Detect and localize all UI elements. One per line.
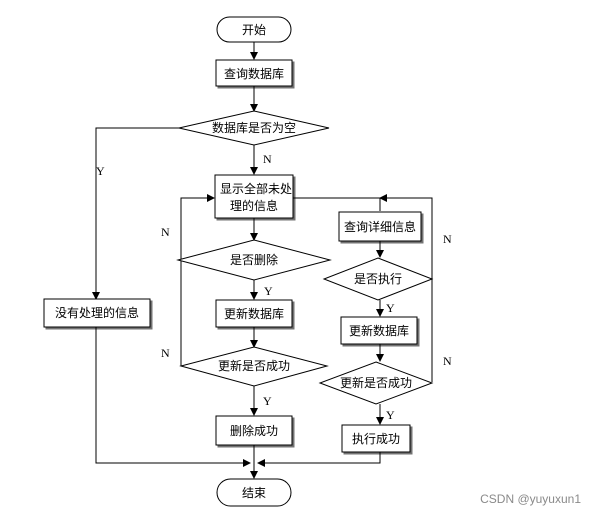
update-success-left-label: 更新是否成功	[218, 358, 290, 373]
database-empty-label: 数据库是否为空	[212, 120, 296, 135]
update-success-left-decision: 更新是否成功	[179, 346, 329, 387]
edge-label-updateok-right-no: N	[443, 354, 452, 368]
show-pending-box: 显示全部未处 理的信息	[214, 174, 294, 219]
execute-success-box: 执行成功	[341, 424, 411, 453]
query-database-box: 查询数据库	[215, 59, 293, 87]
update-database-left-box: 更新数据库	[215, 299, 293, 328]
edge-empty-yes	[92, 127, 179, 300]
start-terminator: 开始	[216, 16, 292, 43]
edge-label-empty-no: N	[263, 152, 272, 166]
edge-labels: Y N N Y N Y N Y N Y	[96, 152, 452, 422]
end-terminator: 结束	[216, 478, 292, 507]
edge-nopending-end	[95, 327, 251, 467]
edge-label-updateok-left-yes: Y	[263, 394, 272, 408]
edge-label-updateok-left-no-2: N	[161, 346, 170, 360]
edge-executeok-end	[257, 452, 381, 467]
edge-updateok-left-no	[180, 194, 215, 366]
show-pending-label-line1: 显示全部未处	[220, 181, 292, 196]
update-database-right-box: 更新数据库	[340, 316, 418, 345]
update-success-right-decision: 更新是否成功	[318, 361, 434, 405]
delete-decision: 是否删除	[176, 239, 332, 281]
watermark: CSDN @yuyuxun1	[480, 492, 581, 506]
end-label: 结束	[242, 486, 266, 500]
edge-label-updateok-right-yes: Y	[386, 408, 395, 422]
no-pending-box: 没有处理的信息	[43, 298, 151, 328]
edge-label-updateok-left-no: N	[161, 225, 170, 239]
query-detail-box: 查询详细信息	[338, 211, 422, 242]
show-pending-label-line2: 理的信息	[230, 198, 278, 213]
execute-decision-label: 是否执行	[354, 272, 402, 286]
query-database-label: 查询数据库	[224, 66, 284, 81]
edge-label-empty-yes: Y	[96, 164, 105, 178]
start-label: 开始	[242, 23, 266, 37]
query-detail-label: 查询详细信息	[344, 219, 416, 234]
no-pending-label: 没有处理的信息	[55, 305, 139, 320]
edge-label-execute-no: N	[443, 232, 452, 246]
database-empty-decision: 数据库是否为空	[178, 110, 330, 146]
update-database-left-label: 更新数据库	[224, 306, 284, 321]
delete-success-box: 删除成功	[215, 415, 293, 446]
delete-decision-label: 是否删除	[230, 252, 278, 267]
delete-success-label: 删除成功	[230, 423, 278, 438]
update-success-right-label: 更新是否成功	[340, 375, 412, 390]
edge-show-right	[293, 197, 381, 211]
update-database-right-label: 更新数据库	[349, 323, 409, 338]
edge-label-delete-yes: Y	[264, 284, 273, 298]
edge-label-execute-yes: Y	[386, 301, 395, 315]
edge-execute-no	[379, 194, 433, 279]
execute-success-label: 执行成功	[352, 432, 400, 446]
execute-decision: 是否执行	[322, 257, 434, 301]
connectors	[92, 42, 433, 479]
